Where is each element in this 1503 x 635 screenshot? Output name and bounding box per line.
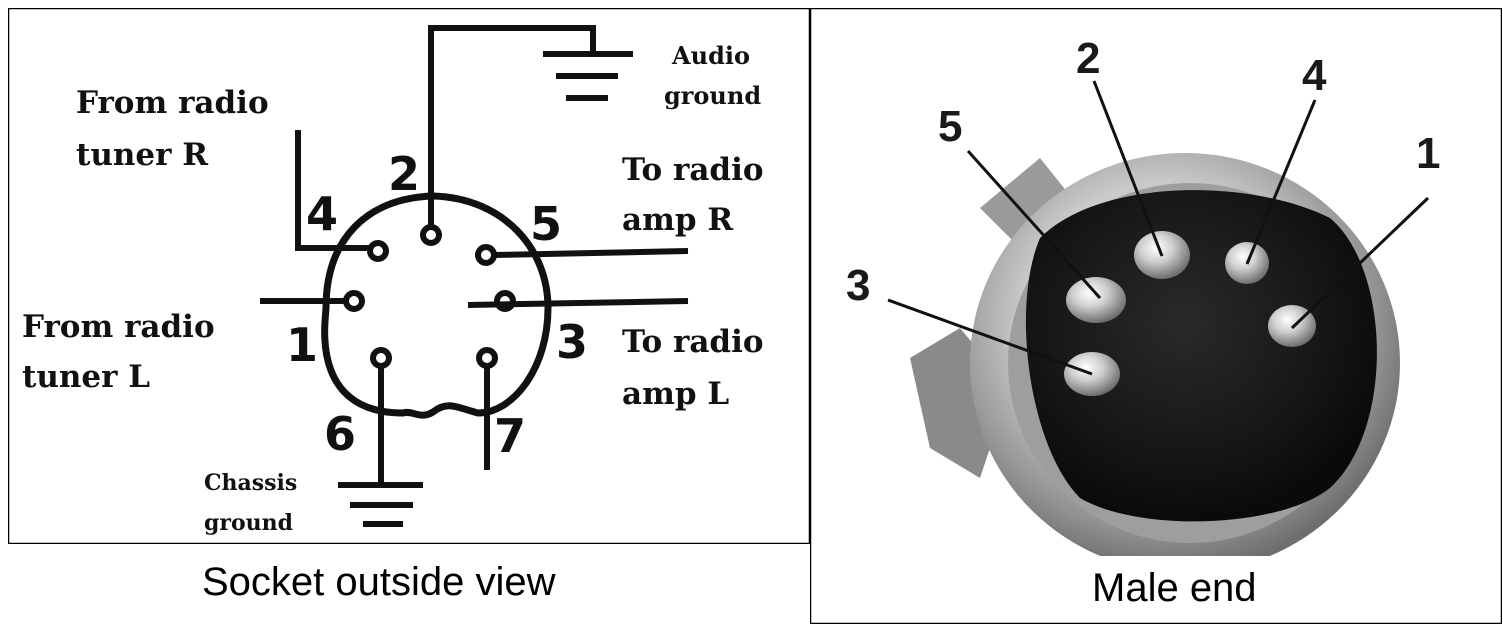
from-tuner-r-label-line1: From radio xyxy=(76,85,269,121)
pin-label-4: 4 xyxy=(306,187,338,241)
hole-pin-4 xyxy=(367,240,389,262)
wire-pin-4-tuner-r xyxy=(295,130,370,251)
audio-ground-label-line2: ground xyxy=(664,81,761,110)
male-pin-label-3: 3 xyxy=(846,261,870,310)
leader-pin-3 xyxy=(887,298,1093,376)
male-connector-photo: 1 2 4 5 3 xyxy=(810,8,1502,624)
chassis-ground-icon xyxy=(338,482,423,527)
wire-pin-2-audio-ground xyxy=(428,25,596,227)
to-amp-r-label-line1: To radio xyxy=(622,152,764,188)
from-tuner-r-label-line2: tuner R xyxy=(76,137,208,173)
hole-pin-6 xyxy=(370,347,392,369)
socket-diagram: 2 4 5 1 3 6 7 Audio ground From radio tu… xyxy=(8,8,810,544)
audio-ground-label-line1: Audio xyxy=(671,41,750,70)
pin-label-5: 5 xyxy=(530,197,562,251)
pin-label-7: 7 xyxy=(494,409,526,463)
hole-pin-7 xyxy=(476,347,498,369)
hole-pin-2 xyxy=(420,224,442,246)
leader-pin-4 xyxy=(1245,99,1317,265)
from-tuner-l-label-line2: tuner L xyxy=(22,359,150,395)
socket-outline xyxy=(321,192,552,419)
from-tuner-l-label-line1: From radio xyxy=(22,309,215,345)
pin-leader-lines xyxy=(887,80,1430,376)
wire-pin-5-amp-r xyxy=(493,248,689,258)
wire-pin-3-amp-l xyxy=(467,298,689,308)
to-amp-l-label-line1: To radio xyxy=(622,324,764,360)
connector-tab-top xyxy=(980,158,1080,248)
hole-pin-5 xyxy=(475,244,497,266)
audio-ground-icon xyxy=(543,51,633,101)
socket-diagram-panel: 2 4 5 1 3 6 7 Audio ground From radio tu… xyxy=(8,8,810,544)
socket-caption: Socket outside view xyxy=(202,560,556,604)
chassis-ground-label-line1: Chassis xyxy=(204,470,297,496)
male-end-caption: Male end xyxy=(1092,566,1257,610)
chassis-ground-label-line2: ground xyxy=(204,510,293,536)
leader-pin-1 xyxy=(1290,196,1430,330)
caption-background xyxy=(1074,556,1298,622)
pin-label-6: 6 xyxy=(324,407,356,461)
male-pin-5 xyxy=(1066,277,1126,323)
to-amp-l-label-line2: amp L xyxy=(622,376,729,412)
leader-pin-2 xyxy=(1092,80,1164,257)
male-pin-label-2: 2 xyxy=(1076,34,1100,83)
hole-pin-1 xyxy=(343,290,365,312)
connector-face xyxy=(1025,190,1377,522)
male-pin-label-1: 1 xyxy=(1416,129,1440,178)
male-pin-label-4: 4 xyxy=(1302,51,1327,100)
pin-label-3: 3 xyxy=(556,315,588,369)
pin-label-1: 1 xyxy=(286,318,318,372)
socket-wires xyxy=(260,25,689,486)
male-pin-label-5: 5 xyxy=(938,102,962,151)
to-amp-r-label-line2: amp R xyxy=(622,202,733,238)
leader-pin-5 xyxy=(966,149,1102,300)
pin-label-2: 2 xyxy=(388,147,420,201)
male-connector-panel: 1 2 4 5 3 xyxy=(810,8,1502,624)
